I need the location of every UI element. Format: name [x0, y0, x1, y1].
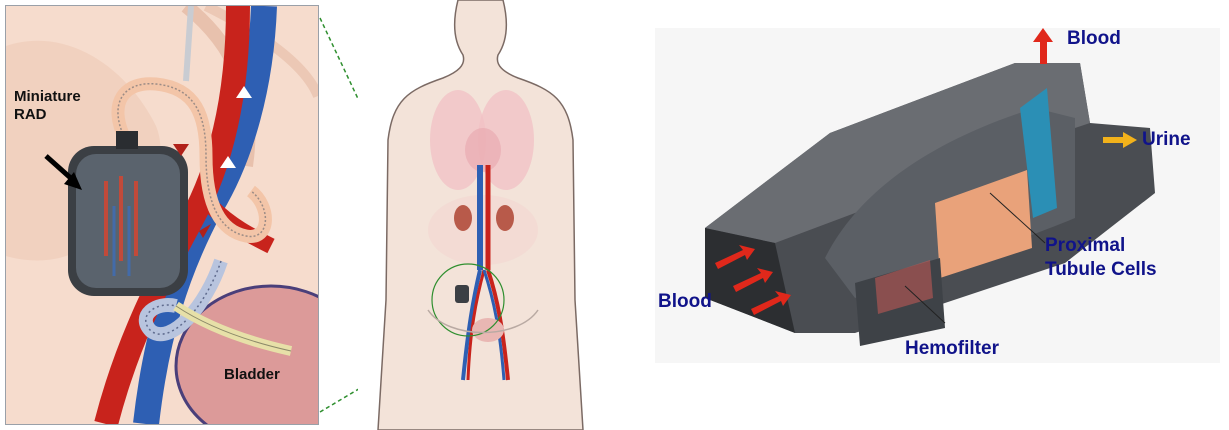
cells-label-line1: Proximal [1045, 235, 1125, 257]
device-label-line1: Miniature [14, 88, 81, 105]
urine-label: Urine [1142, 129, 1191, 151]
kidney-left [454, 205, 472, 231]
device-cutaway-illustration [655, 28, 1220, 363]
bladder-label: Bladder [224, 366, 280, 383]
body-overview-panel [358, 0, 603, 430]
blood-in-label: Blood [658, 291, 712, 313]
kidney-right [496, 205, 514, 231]
hemofilter-label: Hemofilter [905, 338, 999, 360]
device-cutaway-panel: Blood Urine Proximal Tubule Cells Blood … [655, 28, 1220, 363]
implant-closeup-illustration [6, 6, 318, 424]
device-label-line2: RAD [14, 106, 47, 123]
implant-closeup-panel: Miniature RAD Bladder [5, 5, 319, 425]
body-silhouette-illustration [358, 0, 603, 430]
blood-out-label: Blood [1067, 28, 1121, 50]
cells-label-line2: Tubule Cells [1045, 259, 1157, 281]
